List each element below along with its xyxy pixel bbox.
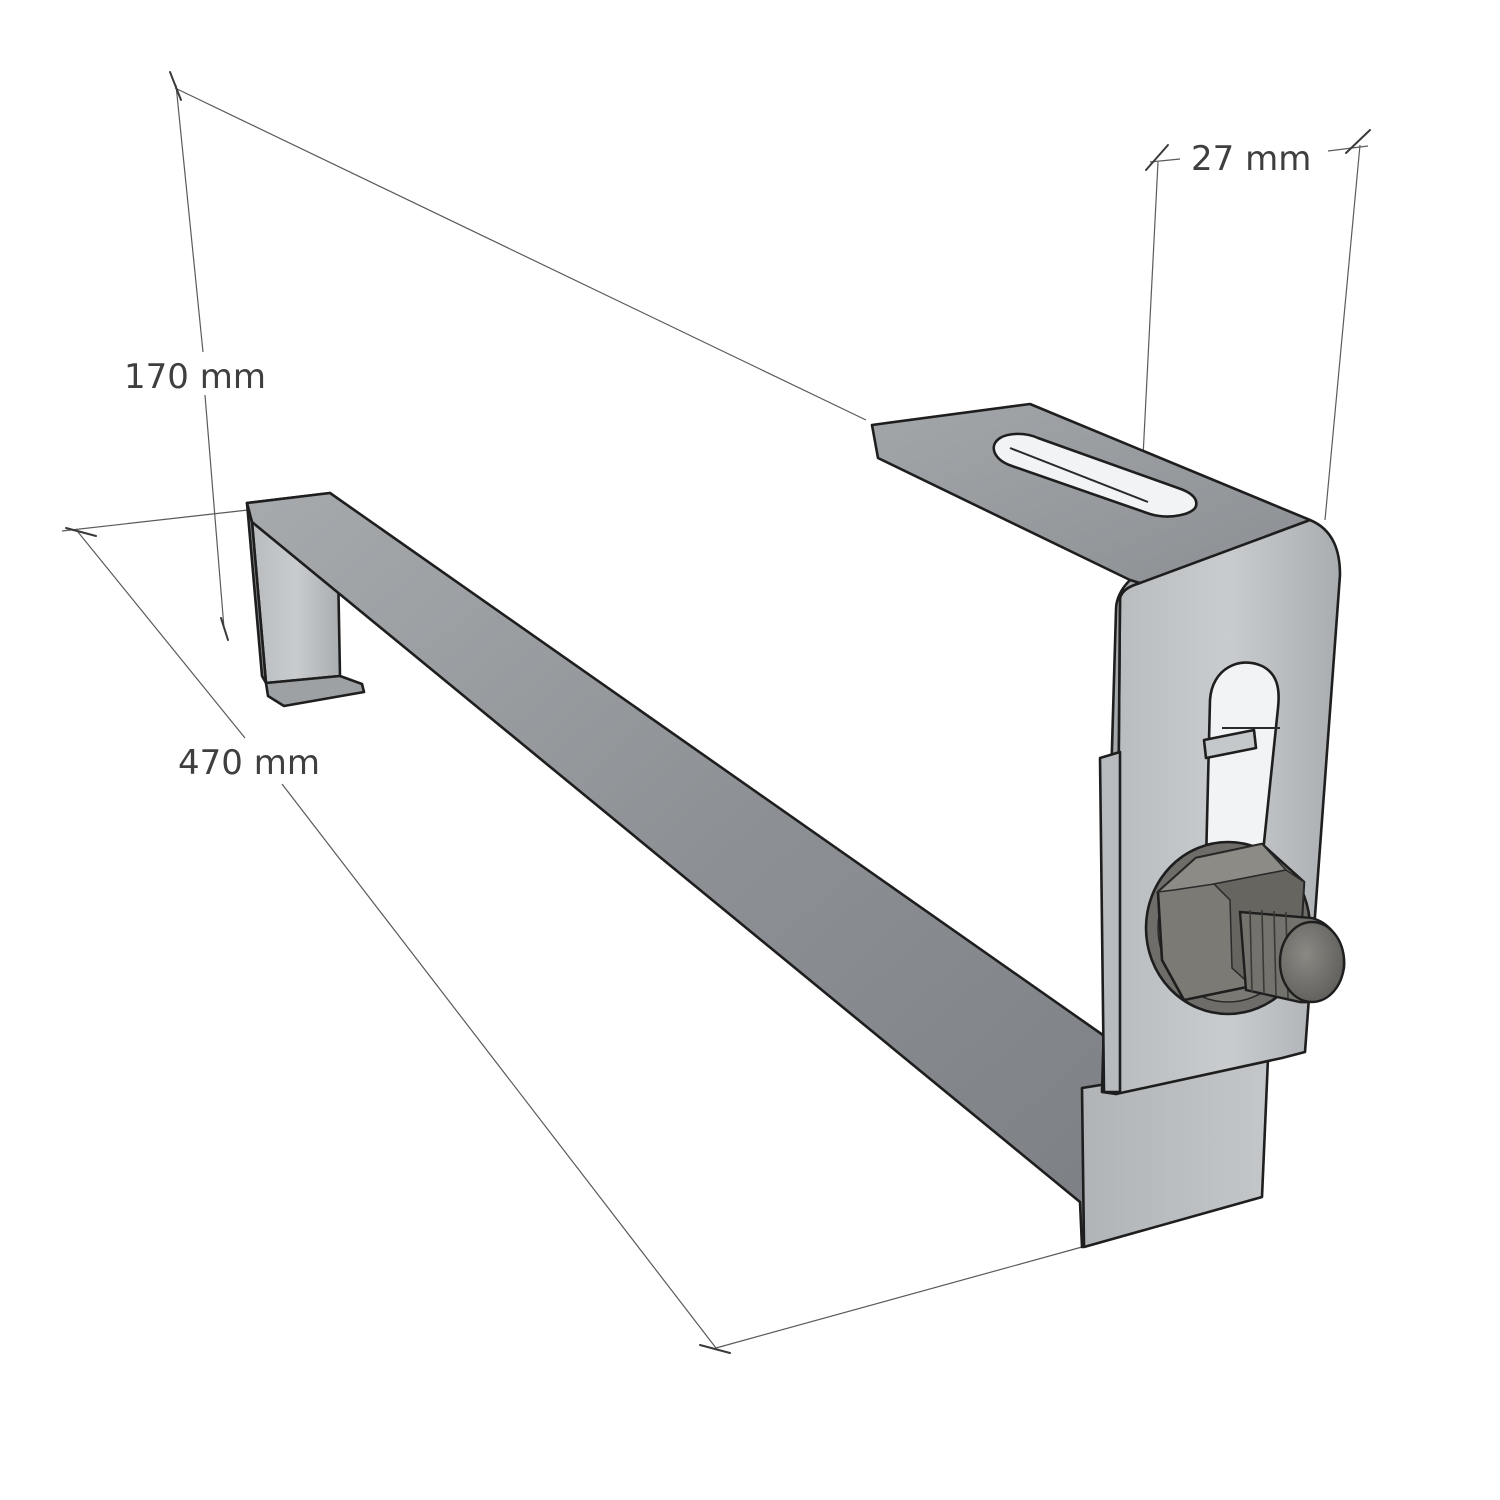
bolt-assembly bbox=[1144, 840, 1346, 1016]
dim-tick bbox=[220, 617, 229, 641]
dim-tick bbox=[1345, 129, 1371, 154]
slot bbox=[992, 432, 1198, 518]
dim-label-height: 170 mm bbox=[124, 357, 266, 397]
vertical-slot bbox=[1204, 661, 1280, 864]
dim-tick bbox=[169, 71, 182, 101]
dim-tick bbox=[65, 527, 97, 537]
dim-label-length: 470 mm bbox=[178, 743, 320, 783]
dim-tick bbox=[699, 1344, 731, 1354]
dim-label-width: 27 mm bbox=[1191, 139, 1311, 179]
left-foot-flange bbox=[264, 674, 366, 708]
roof-hook bbox=[245, 402, 1342, 1249]
dim-tick bbox=[1145, 144, 1169, 171]
long-arm bbox=[245, 491, 1112, 1249]
clamp-top bbox=[1202, 728, 1258, 760]
bolt-thread bbox=[1238, 909, 1346, 1004]
dimension-lines bbox=[61, 71, 1371, 1354]
clamp-bracket bbox=[1098, 750, 1122, 1094]
